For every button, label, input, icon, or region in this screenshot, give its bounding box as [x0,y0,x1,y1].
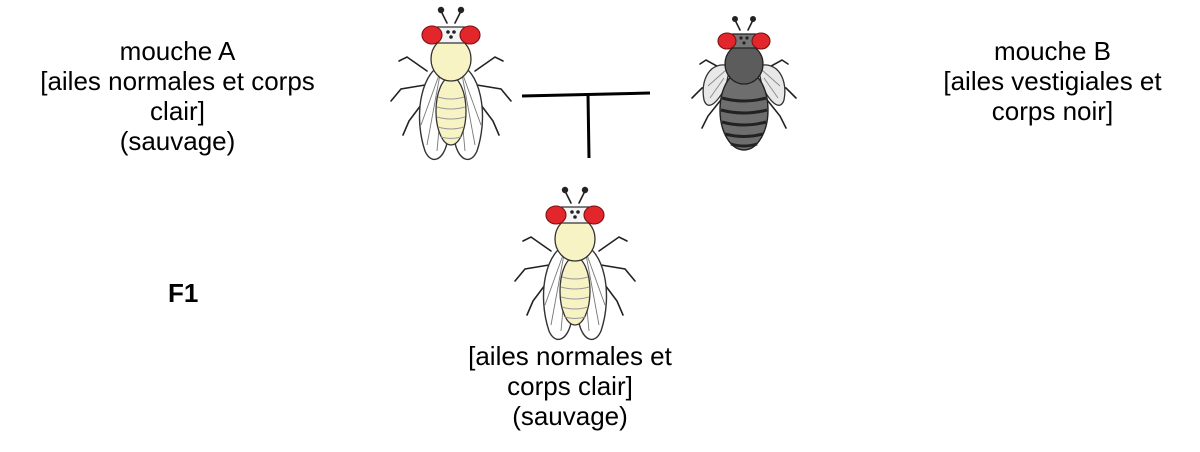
parent-a-label: mouche A [ailes normales et corps clair]… [10,36,345,156]
parent-b-phenotype-line2: corps noir] [915,96,1190,126]
parent-b-label: mouche B [ailes vestigiales et corps noi… [915,36,1190,126]
parent-a-type: (sauvage) [10,126,345,156]
offspring-label: [ailes normales et corps clair] (sauvage… [425,341,715,431]
cross-vertical-line [588,94,589,158]
fly-vestigial-black-icon [692,16,796,150]
generation-label: F1 [168,278,198,308]
fly-wild-type-icon [515,187,635,340]
offspring-phenotype-line1: [ailes normales et [425,341,715,371]
fly-wild-type-icon [391,7,511,160]
parent-a-phenotype-line2: clair] [10,96,345,126]
parent-b-phenotype-line1: [ailes vestigiales et [915,66,1190,96]
parent-a-name: mouche A [10,36,345,66]
offspring-type: (sauvage) [425,401,715,431]
offspring-phenotype-line2: corps clair] [425,371,715,401]
parent-a-phenotype-line1: [ailes normales et corps [10,66,345,96]
parent-b-name: mouche B [915,36,1190,66]
cross-horizontal-line [522,93,650,96]
